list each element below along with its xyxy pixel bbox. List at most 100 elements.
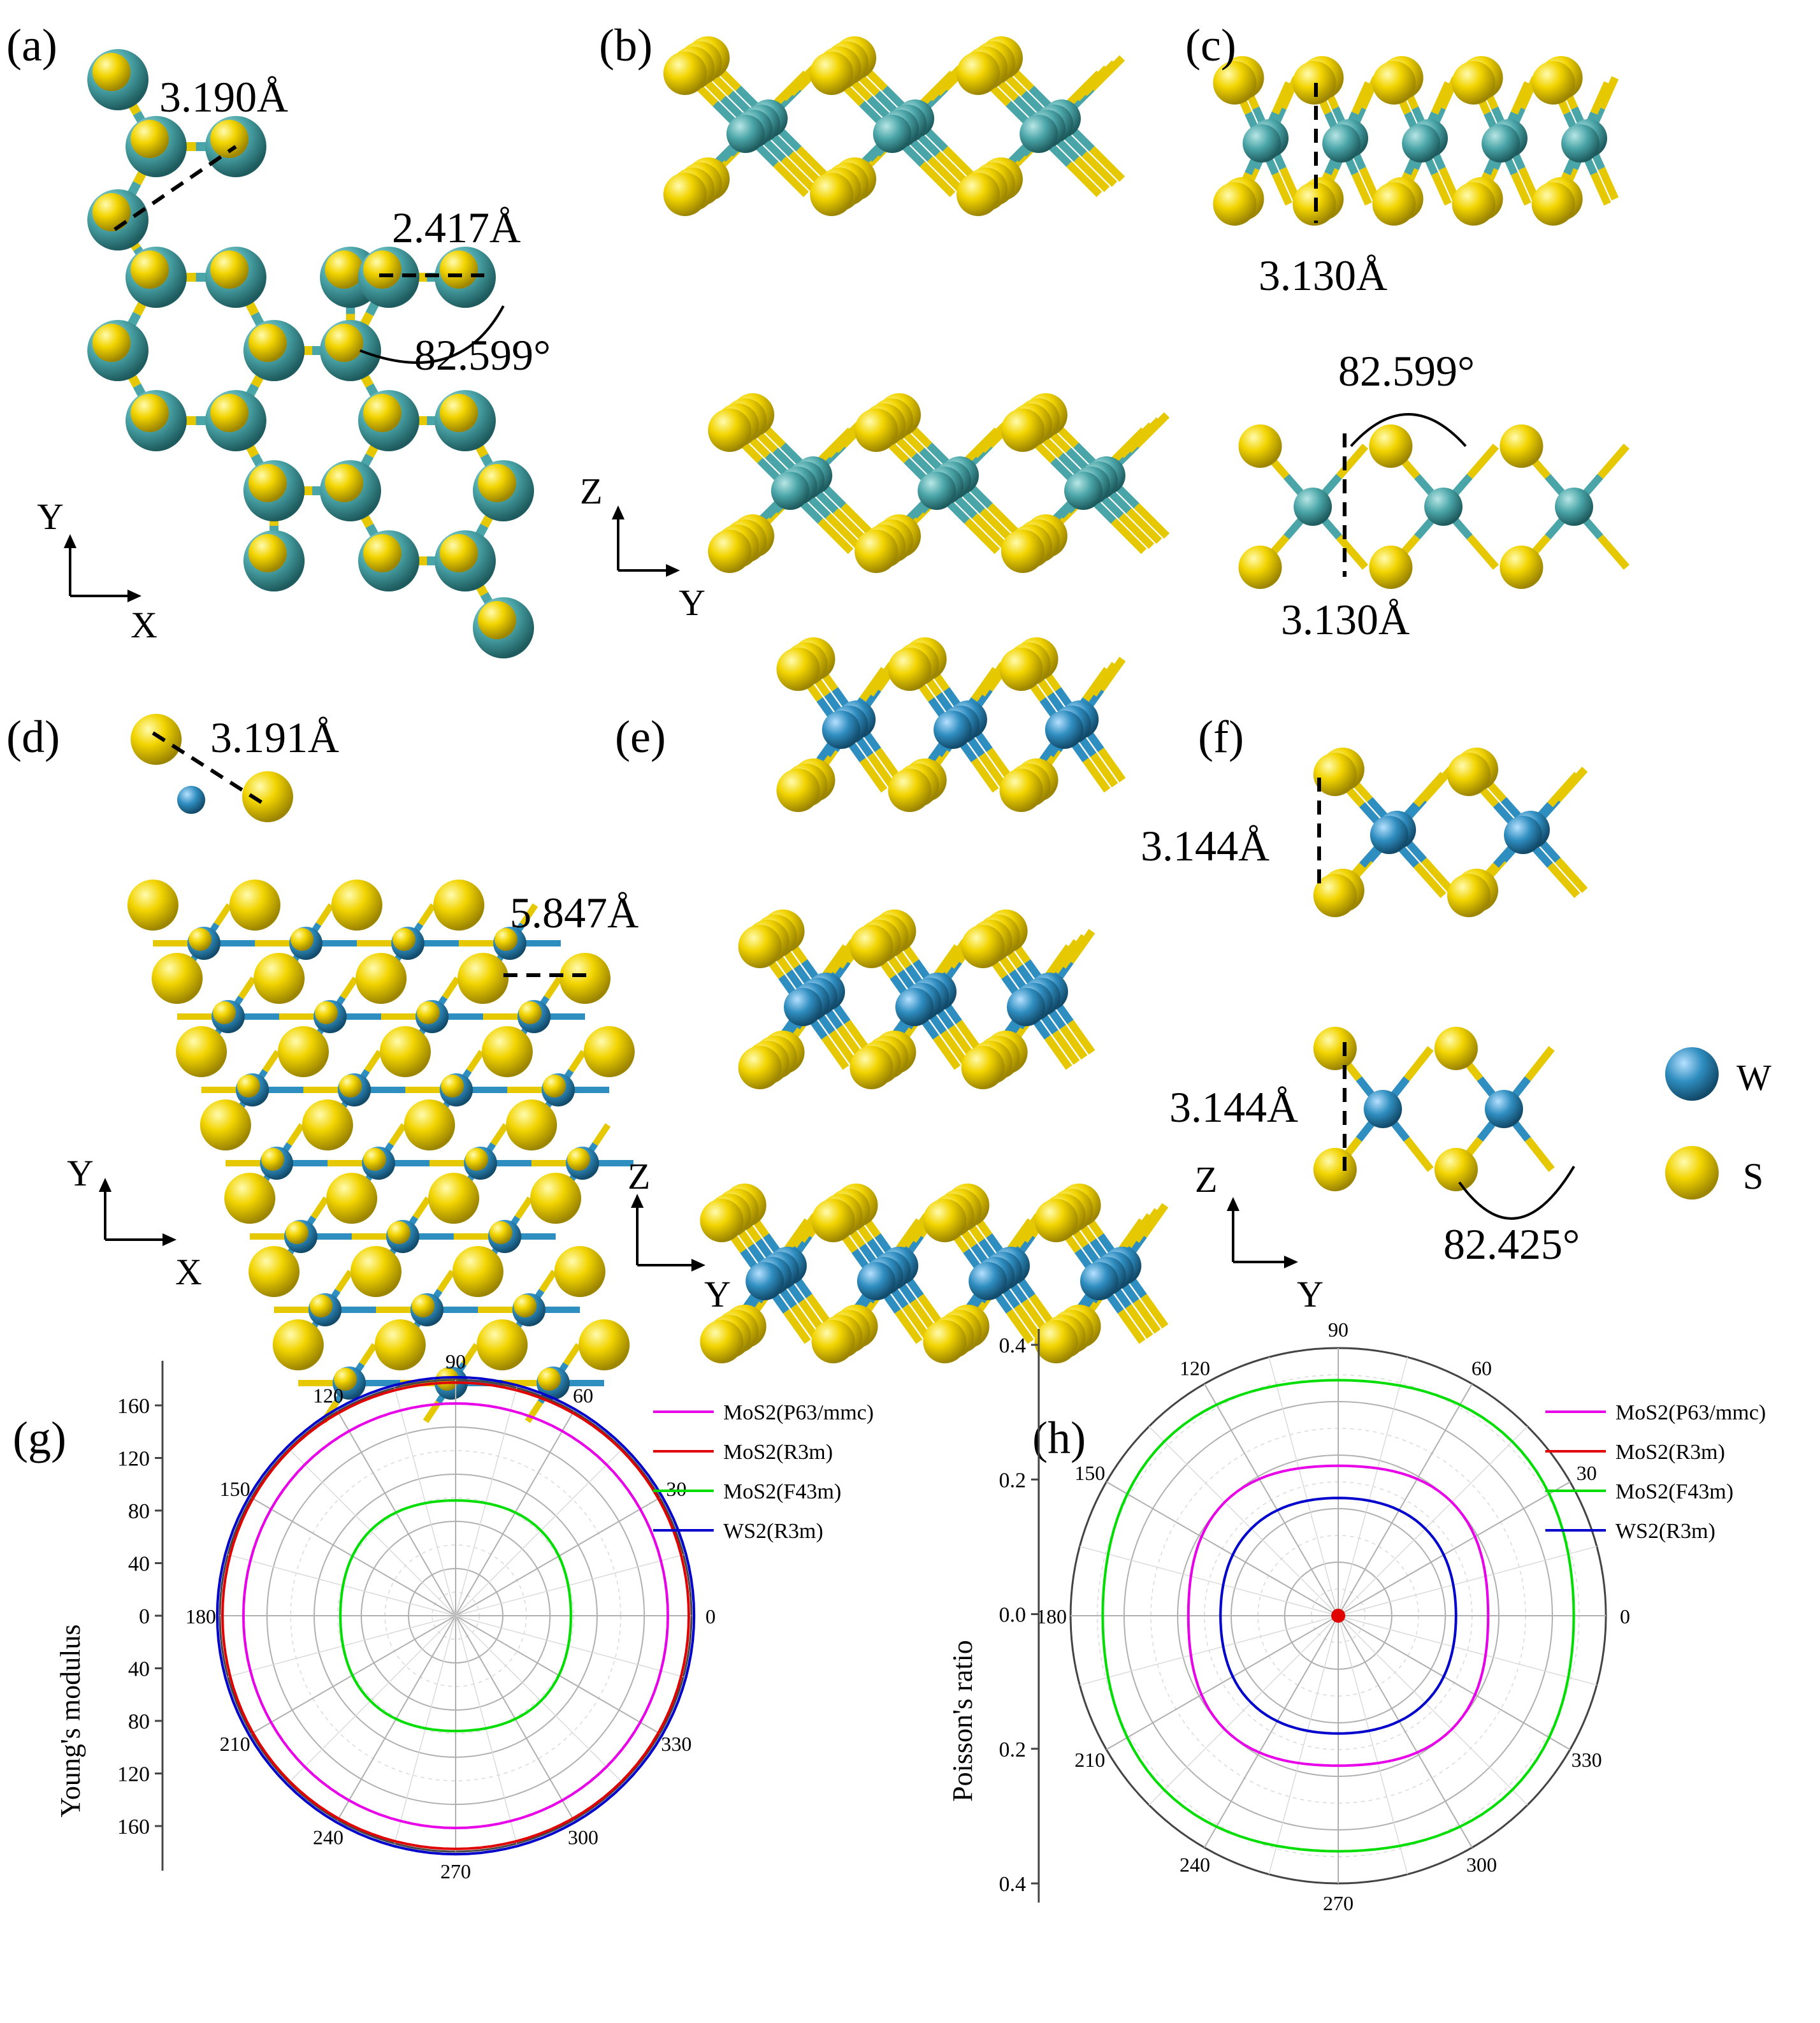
c-bottom-bond — [1597, 444, 1630, 479]
radial-tick-label: 160 — [117, 1815, 150, 1839]
angle-tick-label: 300 — [568, 1825, 598, 1848]
e-bottom-bond — [783, 1309, 811, 1344]
a-s-atom — [210, 394, 249, 432]
f-top-s-atom — [1447, 753, 1491, 796]
d-bond — [538, 1270, 558, 1293]
e-mid-metal-atom — [1007, 988, 1045, 1026]
angle-tick-label: 0 — [705, 1605, 716, 1628]
d-bond — [437, 1270, 456, 1293]
e-bottom-bond — [1006, 1218, 1034, 1253]
d-bond — [519, 903, 538, 926]
c-top-bond — [1351, 172, 1372, 206]
d-bond — [563, 1343, 582, 1366]
f-bottom-s-atom — [1313, 1027, 1357, 1070]
grid-spoke — [1204, 1383, 1339, 1616]
angle-tick-label: 60 — [1471, 1356, 1492, 1379]
b-bottom-s-atom — [855, 530, 898, 573]
c-top-s-atom — [1372, 61, 1416, 105]
e-mid-metal-atom — [784, 988, 822, 1026]
c-top-bond — [1359, 167, 1380, 201]
b-bottom-bond — [964, 427, 1000, 463]
c-bottom-bond — [1336, 444, 1369, 479]
e-top-s-atom — [888, 648, 932, 691]
e-bottom-s-atom — [700, 1199, 744, 1242]
d-s-atom-small — [334, 1368, 357, 1391]
panel-label-f: (f) — [1198, 711, 1244, 762]
d-s-atom-small — [495, 928, 517, 951]
b-top-metal-atom — [1020, 115, 1058, 153]
radial-tick-label: 40 — [128, 1553, 150, 1576]
d-s-atom-small — [315, 1001, 338, 1024]
b-bottom-s-atom — [708, 409, 751, 452]
d-s-atom — [375, 1319, 426, 1370]
d-bond — [466, 1050, 485, 1073]
d-bond — [388, 1123, 407, 1146]
e-bottom-bond — [1140, 1294, 1169, 1329]
e-mid-bond — [828, 1030, 857, 1065]
grid-spoke — [1080, 1615, 1339, 1686]
f-bottom-s-atom — [1434, 1148, 1478, 1191]
g-ylabel: Young's modulus — [55, 1625, 86, 1818]
h-ylabel: Poisson's ratio — [947, 1640, 978, 1802]
a-s-atom — [440, 250, 478, 289]
d-s-atom-small — [363, 1148, 386, 1171]
f-top-metal-atom — [1370, 816, 1408, 854]
e-top-bond — [859, 758, 888, 793]
grid-spoke — [1268, 1615, 1339, 1874]
e-bottom-s-atom — [923, 1320, 967, 1363]
c-top-s-atom — [1213, 61, 1257, 105]
radial-tick-label: 0.2 — [999, 1468, 1027, 1492]
panel-label-h: (h) — [1032, 1412, 1086, 1463]
d-bond — [568, 1050, 587, 1073]
b-bottom-bond — [1118, 513, 1155, 549]
e-bottom-bond — [894, 1218, 923, 1253]
d-s-atom — [554, 1246, 605, 1297]
grid-spoke — [1338, 1615, 1528, 1806]
radial-tick-label: 0.2 — [999, 1738, 1027, 1762]
d-s-atom-small — [543, 1075, 566, 1098]
f-bottom-s-atom — [1313, 1148, 1357, 1191]
c-distance-top: 3.130Å — [1259, 251, 1387, 300]
angle-tick-label: 240 — [313, 1825, 343, 1848]
d-s-atom-small — [213, 1001, 236, 1024]
d-s-atom — [477, 1319, 528, 1370]
e-mid-s-atom — [738, 925, 782, 968]
f-top-bond — [1547, 771, 1580, 808]
e-bottom-bond — [783, 1218, 811, 1253]
d-s-atom — [242, 771, 293, 822]
e-mid-s-atom — [961, 1046, 1005, 1089]
e-mid-s-atom — [961, 925, 1005, 968]
e-bottom-bond — [1125, 1304, 1153, 1339]
d-w-atom — [177, 786, 205, 814]
d-s-atom — [331, 880, 382, 931]
d-distance-1: 3.191Å — [210, 713, 339, 762]
d-s-atom-small — [489, 1221, 512, 1244]
c-top-metal-atom — [1322, 124, 1361, 163]
a-s-atom — [478, 601, 516, 639]
e-top-bond — [867, 753, 895, 788]
f-axis-z: Z — [1195, 1159, 1217, 1200]
polar-chart-youngs-modulus: 0306090120150180210240270300330160120804… — [117, 1350, 874, 1883]
grid-spoke — [337, 1411, 456, 1616]
c-bottom-bond — [1466, 534, 1499, 570]
e-bottom-bond — [1117, 1218, 1146, 1253]
e-mid-metal-atom — [895, 988, 934, 1026]
d-s-atom — [229, 880, 280, 931]
c-top-bond — [1438, 167, 1459, 201]
angle-tick-label: 210 — [1074, 1748, 1105, 1771]
d-bond — [310, 1196, 329, 1219]
e-top-s-atom — [888, 769, 932, 812]
a-s-atom — [249, 324, 287, 362]
angle-tick-label: 30 — [1577, 1461, 1597, 1484]
a-s-atom — [92, 53, 131, 91]
angle-tick-label: 150 — [1074, 1461, 1105, 1484]
grid-spoke — [251, 1497, 456, 1616]
f-axes: Z Y — [1195, 1159, 1324, 1315]
d-s-atom — [200, 1099, 251, 1150]
a-s-atom — [131, 120, 169, 158]
d-s-atom-small — [237, 1075, 260, 1098]
f-bottom-metal-atom — [1364, 1090, 1402, 1128]
legend-label: WS2(R3m) — [1615, 1519, 1715, 1543]
e-top-metal-atom — [822, 711, 860, 749]
